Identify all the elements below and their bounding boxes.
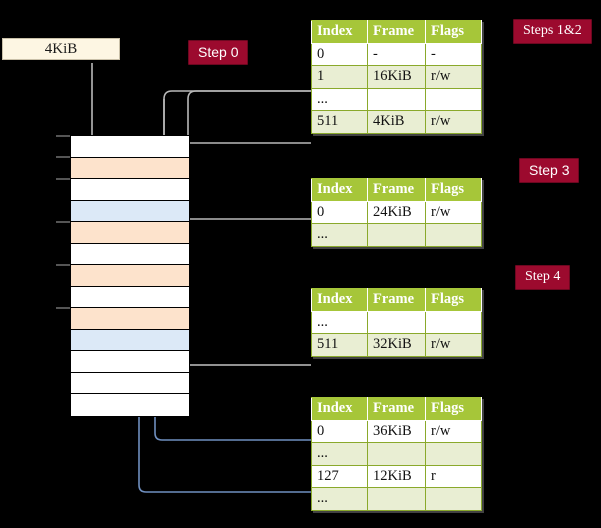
cell-frame xyxy=(367,87,426,111)
badge-step-0: Step 0 xyxy=(188,40,249,65)
table-header-row: Index Frame Flags xyxy=(311,178,482,202)
cell-frame: - xyxy=(367,42,426,66)
memory-tick xyxy=(56,135,70,137)
badge-step-3: Step 3 xyxy=(519,158,580,183)
cell-frame xyxy=(367,487,426,511)
column-header-index: Index xyxy=(311,397,368,421)
wire-table2-0-to-memory xyxy=(179,218,311,269)
cell-frame: 36KiB xyxy=(367,419,426,443)
memory-frame-row xyxy=(71,265,189,287)
memory-frame-row xyxy=(71,394,189,416)
memory-frame-row xyxy=(71,157,189,179)
table-row: ... xyxy=(311,223,482,247)
memory-tick xyxy=(56,307,70,309)
table-row: 127 12KiB r xyxy=(311,464,482,488)
table-row: 0 36KiB r/w xyxy=(311,419,482,443)
table-row: ... xyxy=(311,487,482,511)
table-row: 0 - - xyxy=(311,42,482,66)
cell-frame xyxy=(367,223,426,247)
column-header-flags: Flags xyxy=(425,20,482,44)
memory-frame-row xyxy=(71,243,189,265)
column-header-frame: Frame xyxy=(367,178,426,202)
memory-frame-row xyxy=(71,286,189,308)
column-header-frame: Frame xyxy=(367,20,426,44)
table-header-row: Index Frame Flags xyxy=(311,20,482,44)
column-header-index: Index xyxy=(311,178,368,202)
cell-frame: 4KiB xyxy=(367,110,426,134)
cell-flags: r/w xyxy=(425,110,482,134)
cell-flags: r xyxy=(425,464,482,488)
table-row: ... xyxy=(311,442,482,466)
column-header-flags: Flags xyxy=(425,397,482,421)
badge-step-4: Step 4 xyxy=(515,265,571,290)
cell-frame xyxy=(367,442,426,466)
cell-frame: 16KiB xyxy=(367,65,426,89)
physical-memory-column xyxy=(70,135,190,417)
table-row: 0 24KiB r/w xyxy=(311,200,482,224)
table-row: ... xyxy=(311,87,482,111)
table-row: ... xyxy=(311,310,482,334)
column-header-frame: Frame xyxy=(367,397,426,421)
cell-flags xyxy=(425,487,482,511)
cell-index: 127 xyxy=(311,464,368,488)
column-header-index: Index xyxy=(311,20,368,44)
page-table-pml4: Index Frame Flags 0 - - 1 16KiB r/w ... xyxy=(311,20,482,134)
column-header-flags: Flags xyxy=(425,178,482,202)
badge-steps-1-2: Steps 1&2 xyxy=(513,19,592,44)
cell-index: ... xyxy=(311,223,368,247)
table-header-row: Index Frame Flags xyxy=(311,288,482,312)
column-header-index: Index xyxy=(311,288,368,312)
cell-flags xyxy=(425,223,482,247)
cell-index: ... xyxy=(311,442,368,466)
cell-index: 0 xyxy=(311,419,368,443)
table-row: 511 32KiB r/w xyxy=(311,333,482,357)
column-header-frame: Frame xyxy=(367,288,426,312)
cell-index: ... xyxy=(311,310,368,334)
cell-flags xyxy=(425,87,482,111)
memory-tick xyxy=(56,156,70,158)
cell-frame: 32KiB xyxy=(367,333,426,357)
page-table-pt: Index Frame Flags 0 36KiB r/w ... 127 12… xyxy=(311,397,482,511)
cell-flags: r/w xyxy=(425,419,482,443)
cell-index: 1 xyxy=(311,65,368,89)
cell-index: 0 xyxy=(311,42,368,66)
memory-frame-row xyxy=(71,179,189,201)
memory-tick xyxy=(56,221,70,223)
cell-flags xyxy=(425,310,482,334)
memory-frame-row xyxy=(71,222,189,244)
memory-frame-row xyxy=(71,351,189,373)
memory-tick xyxy=(56,178,70,180)
table-row: 511 4KiB r/w xyxy=(311,110,482,134)
wire-table1-1-to-memory xyxy=(171,90,311,166)
cell-index: 511 xyxy=(311,333,368,357)
page-table-pd: Index Frame Flags ... 511 32KiB r/w xyxy=(311,288,482,357)
frame-label-4kib: 4KiB xyxy=(2,38,120,60)
cell-flags: r/w xyxy=(425,65,482,89)
memory-frame-row xyxy=(71,372,189,394)
cell-index: 511 xyxy=(311,110,368,134)
memory-frame-row xyxy=(71,308,189,330)
cell-index: ... xyxy=(311,87,368,111)
memory-frame-row xyxy=(71,136,189,158)
memory-frame-row xyxy=(71,329,189,351)
cell-index: ... xyxy=(311,487,368,511)
cell-flags: r/w xyxy=(425,333,482,357)
cell-flags: r/w xyxy=(425,200,482,224)
page-table-pdpt: Index Frame Flags 0 24KiB r/w ... xyxy=(311,178,482,247)
cell-frame: 24KiB xyxy=(367,200,426,224)
cell-frame: 12KiB xyxy=(367,464,426,488)
cell-flags: - xyxy=(425,42,482,66)
cell-frame xyxy=(367,310,426,334)
cell-index: 0 xyxy=(311,200,368,224)
table-row: 1 16KiB r/w xyxy=(311,65,482,89)
memory-tick xyxy=(56,264,70,266)
wire-table3-511-to-memory xyxy=(173,314,311,366)
table-header-row: Index Frame Flags xyxy=(311,397,482,421)
memory-frame-row xyxy=(71,200,189,222)
cell-flags xyxy=(425,442,482,466)
column-header-flags: Flags xyxy=(425,288,482,312)
